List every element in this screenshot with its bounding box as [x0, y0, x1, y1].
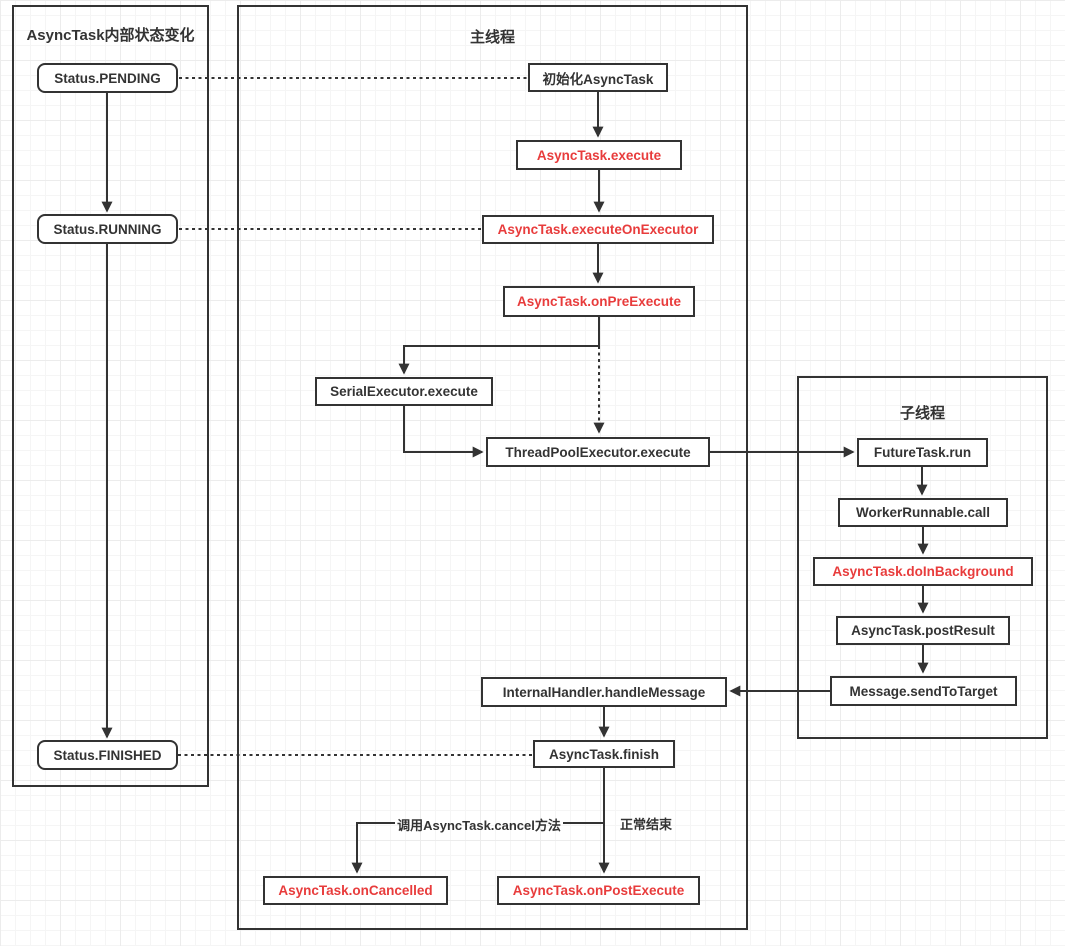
panel-state-changes: AsyncTask内部状态变化 — [12, 5, 209, 787]
node-internalhandler-handlemessage: InternalHandler.handleMessage — [481, 677, 727, 707]
node-workerrunnable-call: WorkerRunnable.call — [838, 498, 1008, 527]
node-status-finished: Status.FINISHED — [37, 740, 178, 770]
panel-main-thread: 主线程 — [237, 5, 748, 930]
node-asynctask-doinbackground: AsyncTask.doInBackground — [813, 557, 1033, 586]
node-message-sendtotarget: Message.sendToTarget — [830, 676, 1017, 706]
node-asynctask-postresult: AsyncTask.postResult — [836, 616, 1010, 645]
node-serialexecutor-execute: SerialExecutor.execute — [315, 377, 493, 406]
panel-child-thread: 子线程 — [797, 376, 1048, 739]
node-status-running: Status.RUNNING — [37, 214, 178, 244]
node-threadpoolexecutor-execute: ThreadPoolExecutor.execute — [486, 437, 710, 467]
edge-label-normal-end: 正常结束 — [620, 817, 673, 832]
panel-child-title: 子线程 — [899, 405, 945, 422]
node-asynctask-execute: AsyncTask.execute — [516, 140, 682, 170]
node-asynctask-executeonexecutor: AsyncTask.executeOnExecutor — [482, 215, 714, 244]
node-status-pending: Status.PENDING — [37, 63, 178, 93]
node-asynctask-onpostexecute: AsyncTask.onPostExecute — [497, 876, 700, 905]
panel-main-title: 主线程 — [469, 29, 515, 46]
node-asynctask-finish: AsyncTask.finish — [533, 740, 675, 768]
node-asynctask-oncancelled: AsyncTask.onCancelled — [263, 876, 448, 905]
node-asynctask-onpreexecute: AsyncTask.onPreExecute — [503, 286, 695, 317]
node-init-asynctask: 初始化AsyncTask — [528, 63, 668, 92]
node-futuretask-run: FutureTask.run — [857, 438, 988, 467]
panel-state-title: AsyncTask内部状态变化 — [26, 27, 195, 44]
edge-label-cancel: 调用AsyncTask.cancel方法 — [397, 818, 561, 833]
